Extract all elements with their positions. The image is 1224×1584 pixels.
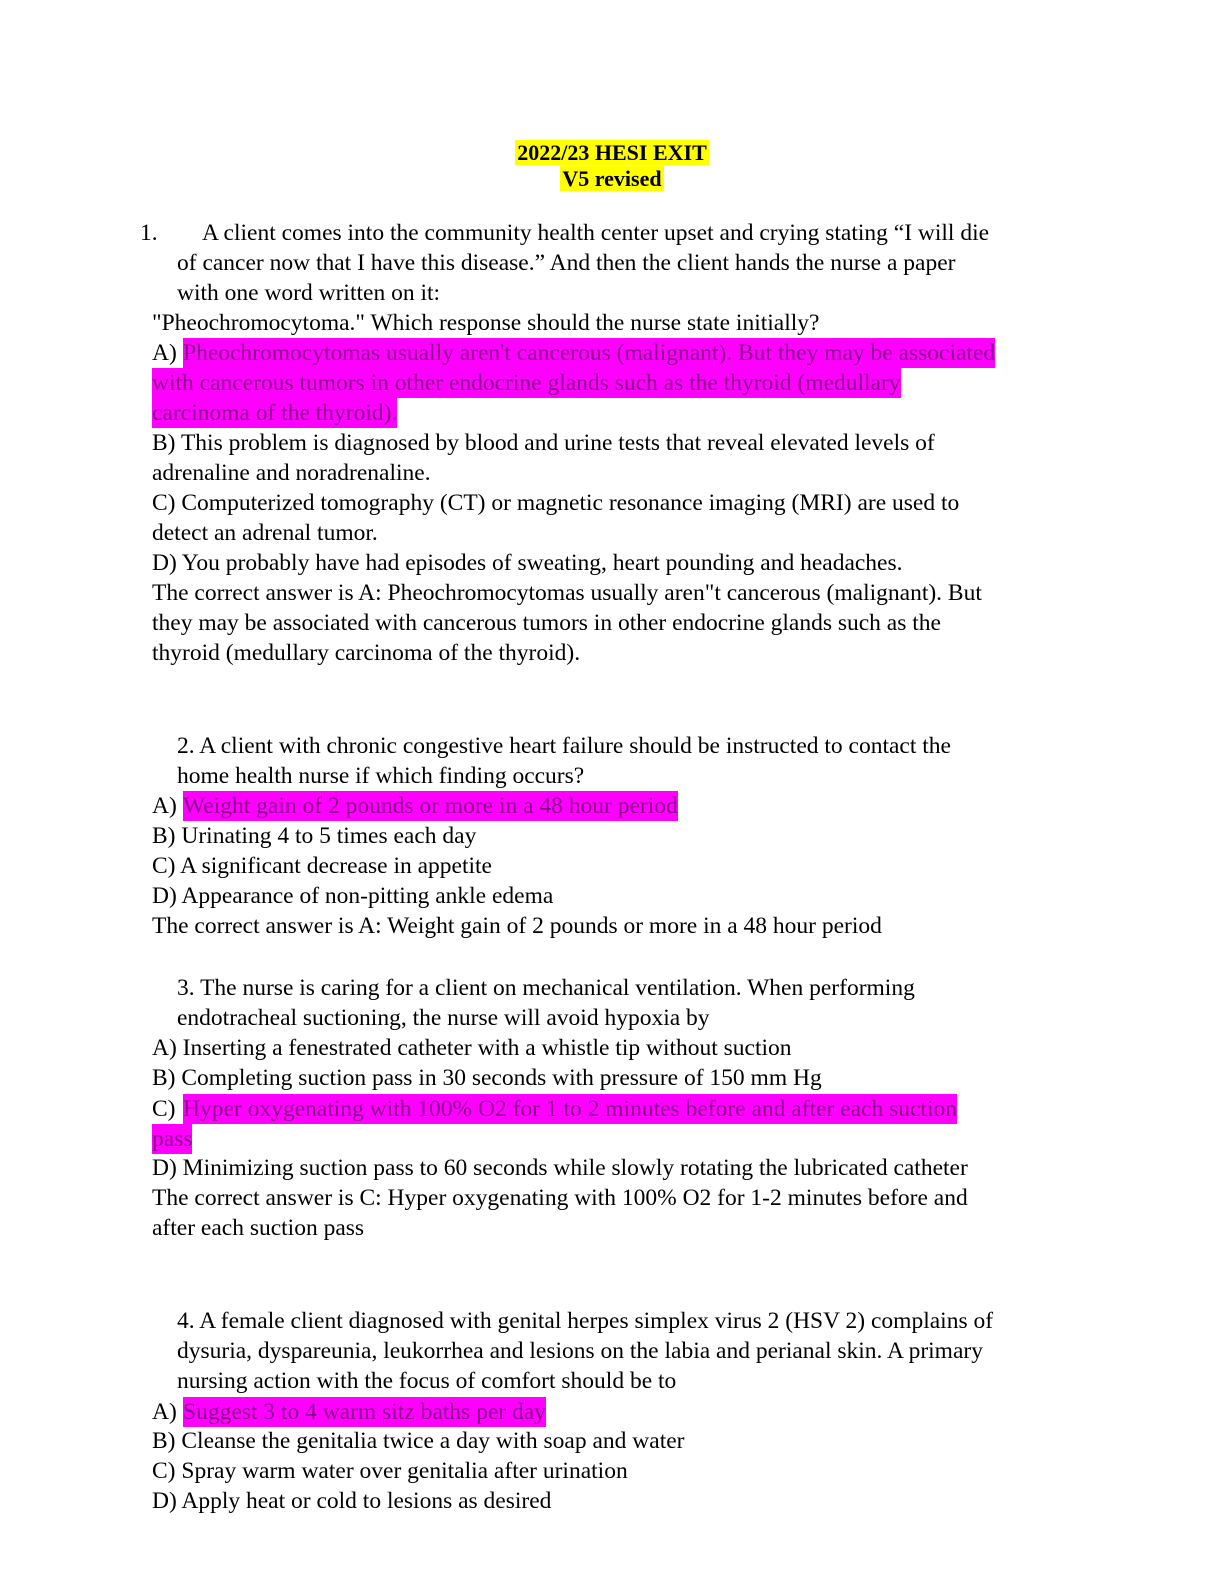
question-stem-line: 3. The nurse is caring for a client on m… [177, 975, 915, 1001]
option-c: C) Computerized tomography (CT) or magne… [152, 490, 960, 516]
question-number: 1. [140, 220, 158, 246]
question-stem-line: with one word written on it: [177, 280, 441, 306]
correct-answer: thyroid (medullary carcinoma of the thyr… [152, 640, 581, 666]
question-stem-line: dysuria, dyspareunia, leukorrhea and les… [177, 1338, 983, 1364]
option-c-highlighted: pass [152, 1124, 193, 1154]
correct-answer: The correct answer is C: Hyper oxygenati… [152, 1185, 968, 1211]
option-a-highlighted: carcinoma of the thyroid). [152, 398, 398, 428]
title-line-1: 2022/23 HESI EXIT [515, 140, 709, 165]
question-stem-line: 2. A client with chronic congestive hear… [177, 733, 951, 759]
option-a-highlighted: Weight gain of 2 pounds or more in a 48 … [183, 791, 678, 821]
option-c: C) A significant decrease in appetite [152, 853, 492, 879]
option-c-prefix: C) [152, 1096, 176, 1122]
question-stem-line: 4. A female client diagnosed with genita… [177, 1308, 994, 1334]
option-b: B) This problem is diagnosed by blood an… [152, 430, 935, 456]
option-a-highlighted: Suggest 3 to 4 warm sitz baths per day [183, 1397, 546, 1427]
title-line-2: V5 revised [560, 166, 664, 191]
option-a-prefix: A) [152, 793, 177, 819]
question-stem-line: home health nurse if which finding occur… [177, 763, 585, 789]
option-c: C) Spray warm water over genitalia after… [152, 1458, 628, 1484]
question-stem-line: A client comes into the community health… [202, 220, 990, 246]
option-c-highlighted: Hyper oxygenating with 100% O2 for 1 to … [183, 1094, 957, 1124]
option-a-prefix: A) [152, 1399, 177, 1425]
question-stem-line: endotracheal suctioning, the nurse will … [177, 1005, 710, 1031]
question-stem-line: of cancer now that I have this disease.”… [177, 250, 956, 276]
document-subtitle: V5 revised [0, 166, 1224, 192]
correct-answer: after each suction pass [152, 1215, 365, 1241]
option-a-prefix: A) [152, 340, 177, 366]
option-c: detect an adrenal tumor. [152, 520, 378, 546]
option-d: D) Minimizing suction pass to 60 seconds… [152, 1155, 968, 1181]
option-a-highlighted: Pheochromocytomas usually aren't cancero… [183, 338, 996, 368]
option-b: adrenaline and noradrenaline. [152, 460, 431, 486]
option-d: D) Appearance of non-pitting ankle edema [152, 883, 554, 909]
document-title: 2022/23 HESI EXIT [0, 140, 1224, 166]
option-a: A) Inserting a fenestrated catheter with… [152, 1035, 792, 1061]
option-a-highlighted: with cancerous tumors in other endocrine… [152, 368, 901, 398]
option-d: D) You probably have had episodes of swe… [152, 550, 903, 576]
question-stem-line: nursing action with the focus of comfort… [177, 1368, 677, 1394]
option-b: B) Completing suction pass in 30 seconds… [152, 1065, 822, 1091]
correct-answer: they may be associated with cancerous tu… [152, 610, 941, 636]
question-stem-line: "Pheochromocytoma." Which response shoul… [152, 310, 820, 336]
option-d: D) Apply heat or cold to lesions as desi… [152, 1488, 552, 1514]
correct-answer: The correct answer is A: Pheochromocytom… [152, 580, 982, 606]
option-b: B) Urinating 4 to 5 times each day [152, 823, 477, 849]
correct-answer: The correct answer is A: Weight gain of … [152, 913, 882, 939]
option-b: B) Cleanse the genitalia twice a day wit… [152, 1428, 685, 1454]
